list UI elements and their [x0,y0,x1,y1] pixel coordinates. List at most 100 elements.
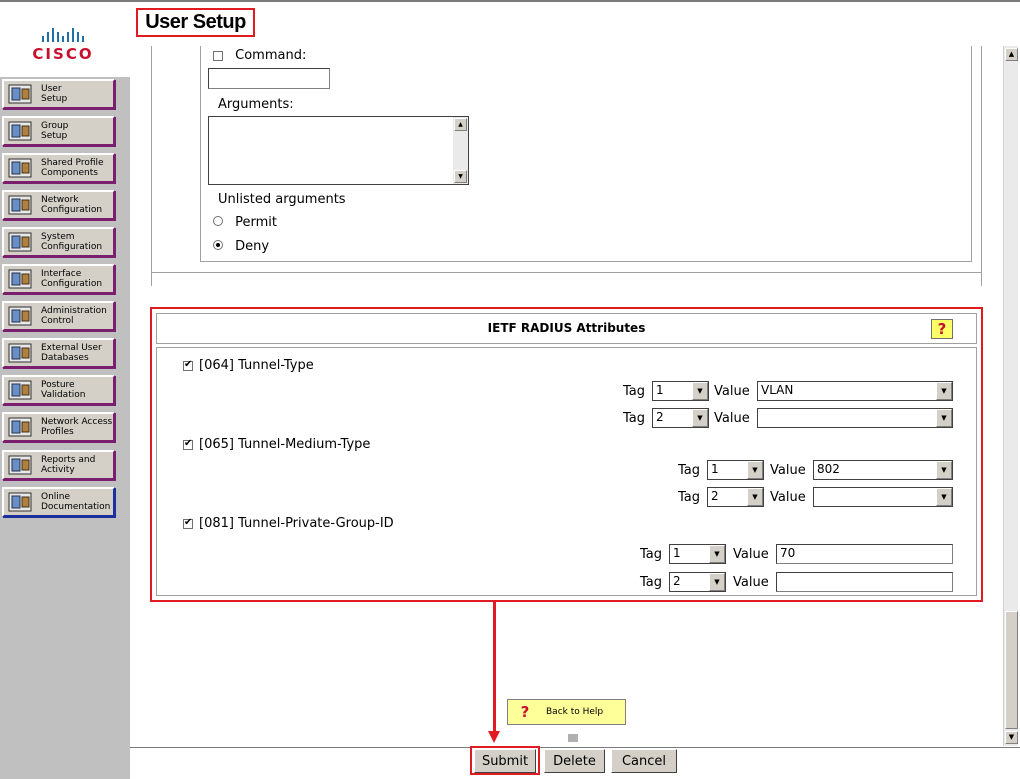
nav-item-label-line2: Validation [41,390,86,400]
nav-item-label-line2: Configuration [41,279,103,289]
chevron-down-icon[interactable]: ▼ [936,382,952,400]
value-select[interactable]: 802 ▼ [813,460,953,480]
network-access-icon [7,416,35,438]
delete-button[interactable]: Delete [544,749,605,773]
arguments-scrollbar[interactable]: ▲ ▼ [453,117,468,184]
chevron-down-icon[interactable]: ▼ [936,409,952,427]
attribute-name: [081] Tunnel-Private-Group-ID [199,516,394,531]
annotation-arrow-head-icon [488,731,500,743]
help-icon[interactable]: ? [931,319,953,339]
radius-attribute-row: [081] Tunnel-Private-Group-ID [183,516,394,531]
deny-radio[interactable] [213,240,223,250]
group-setup-icon [7,120,35,142]
nav-item-label-line1: Group [41,121,69,131]
chevron-down-icon[interactable]: ▼ [747,488,763,506]
chevron-down-icon[interactable]: ▼ [936,488,952,506]
nav-item-label-line2: Databases [41,353,89,363]
attribute-checkbox[interactable] [183,438,193,450]
submit-button[interactable]: Submit [474,749,536,773]
nav-item-label-line2: Setup [41,131,68,141]
command-label: Command: [235,48,307,63]
scroll-thumb[interactable] [1005,611,1018,729]
arguments-textarea[interactable]: ▲ ▼ [208,116,469,185]
top-border [0,0,1020,2]
chevron-down-icon[interactable]: ▼ [709,545,725,563]
nav-item-label-line2: Configuration [41,242,103,252]
small-square-icon [568,734,578,742]
help-icon: ? [520,703,530,721]
value-select[interactable]: ▼ [757,408,953,428]
chevron-down-icon[interactable]: ▼ [709,573,725,591]
command-checkbox[interactable] [213,50,223,61]
tag-select-value: 2 [656,410,664,424]
cisco-logo-bars-icon [28,24,98,42]
page-title: User Setup [145,11,246,33]
cancel-button[interactable]: Cancel [611,749,677,773]
tag-select[interactable]: 2▼ [707,487,764,507]
chevron-down-icon[interactable]: ▼ [936,461,952,479]
back-to-help-button[interactable]: ? Back to Help [507,699,626,725]
nav-item-label-line1: Online [41,492,71,502]
value-select[interactable]: VLAN▼ [757,381,953,401]
tag-select[interactable]: 2▼ [652,408,709,428]
nav-item-label-line2: Profiles [41,427,74,437]
tag-select[interactable]: 1▼ [652,381,709,401]
interface-config-icon [7,268,35,290]
tag-label: Tag [640,547,663,562]
attribute-checkbox[interactable] [183,517,193,529]
tag-select[interactable]: 1▼ [669,544,726,564]
nav-item-label-line1: Posture [41,380,75,390]
admin-control-icon [7,305,35,327]
tag-select-value: 1 [656,383,664,397]
value-label: Value [770,463,806,478]
nav-item-label-line2: Components [41,168,98,178]
tag-select[interactable]: 2▼ [669,572,726,592]
value-text: 802 [817,462,840,476]
tag-select[interactable]: 1▼ [707,460,764,480]
arguments-label: Arguments: [218,97,294,112]
external-db-icon [7,342,35,364]
chevron-down-icon[interactable]: ▼ [692,409,708,427]
scroll-down-icon[interactable]: ▼ [1005,731,1018,744]
value-select[interactable]: ▼ [813,487,953,507]
command-row: Command: [213,48,306,63]
value-text: 70 [780,546,796,560]
online-doc-icon [7,491,35,513]
cisco-logo: CISCO [28,24,98,64]
attribute-checkbox[interactable] [183,359,193,371]
posture-icon [7,379,35,401]
tag-label: Tag [640,575,663,590]
chevron-down-icon[interactable]: ▼ [747,461,763,479]
permit-row: Permit [213,215,277,230]
tag-label: Tag [623,384,646,399]
value-input[interactable]: 70 [776,544,953,564]
tag-select-value: 2 [673,574,681,588]
nav-item-label-line2: Control [41,316,74,326]
scroll-up-icon[interactable]: ▲ [454,118,467,131]
nav-item-label-line2: Activity [41,465,75,475]
scroll-down-icon[interactable]: ▼ [454,170,467,183]
scroll-up-icon[interactable]: ▲ [1005,48,1018,61]
permit-radio[interactable] [213,216,223,226]
chevron-down-icon[interactable]: ▼ [692,382,708,400]
value-input[interactable] [776,572,953,592]
outer-frame [151,46,982,286]
command-input[interactable] [208,68,330,89]
main-scrollbar[interactable]: ▲ ▼ [1003,46,1018,746]
